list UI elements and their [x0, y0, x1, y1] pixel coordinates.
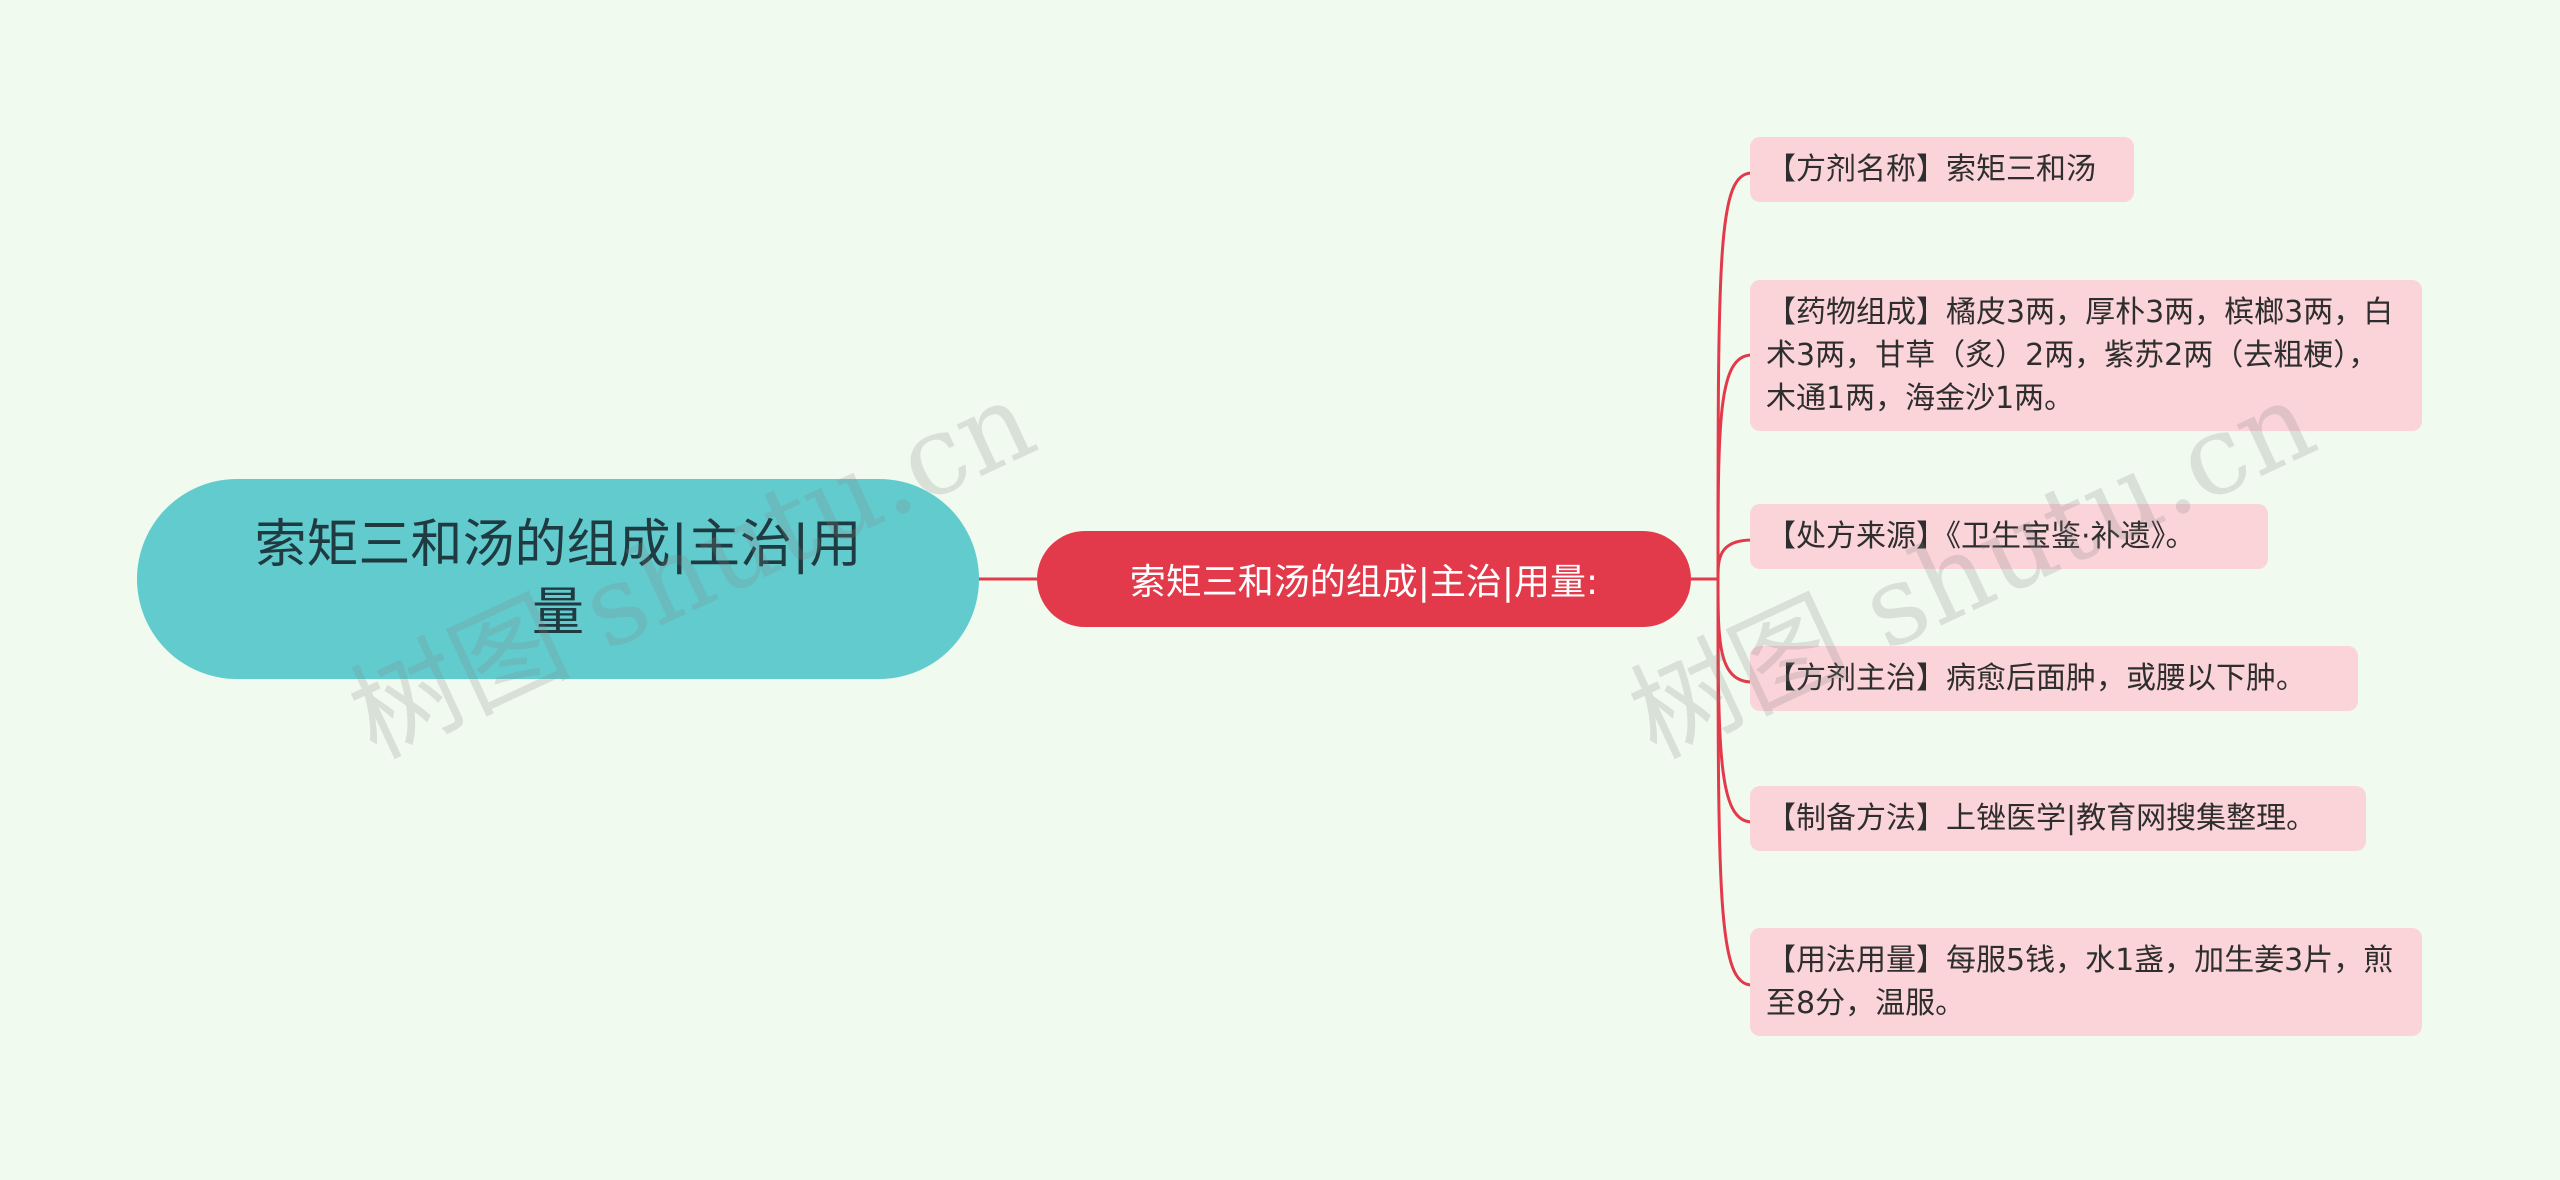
leaf-topic-2[interactable]: 【药物组成】橘皮3两，厚朴3两，槟榔3两，白术3两，甘草（炙）2两，紫苏2两（去… [1750, 280, 2422, 431]
leaf-topic-label: 【处方来源】《卫生宝鉴·补遗》。 [1766, 519, 2196, 554]
leaf-topic-label: 【药物组成】橘皮3两，厚朴3两，槟榔3两，白术3两，甘草（炙）2两，紫苏2两（去… [1766, 295, 2394, 416]
leaf-topic-4[interactable]: 【方剂主治】病愈后面肿，或腰以下肿。 [1750, 646, 2358, 711]
leaf-topic-5[interactable]: 【制备方法】上锉医学|教育网搜集整理。 [1750, 786, 2366, 851]
connector-leaf-3 [1716, 538, 1753, 580]
connector-leaf-2 [1716, 353, 1753, 580]
leaf-topic-3[interactable]: 【处方来源】《卫生宝鉴·补遗》。 [1750, 504, 2268, 569]
root-topic[interactable]: 索矩三和汤的组成|主治|用量 [137, 479, 979, 679]
connector-leaf-4 [1716, 578, 1753, 684]
subtopic-label: 索矩三和汤的组成|主治|用量: [1129, 562, 1599, 603]
leaf-topic-label: 【制备方法】上锉医学|教育网搜集整理。 [1766, 801, 2317, 836]
connector-leaf-5 [1716, 578, 1753, 824]
leaf-topic-label: 【方剂名称】索矩三和汤 [1766, 152, 2096, 187]
connector-leaf-6 [1716, 578, 1753, 987]
connector-leaf-1 [1716, 171, 1753, 580]
leaf-topic-label: 【方剂主治】病愈后面肿，或腰以下肿。 [1766, 661, 2306, 696]
leaf-topic-1[interactable]: 【方剂名称】索矩三和汤 [1750, 137, 2134, 202]
root-topic-label: 索矩三和汤的组成|主治|用量 [254, 515, 862, 643]
leaf-topic-label: 【用法用量】每服5钱，水1盏，加生姜3片，煎至8分，温服。 [1766, 943, 2394, 1021]
leaf-topic-6[interactable]: 【用法用量】每服5钱，水1盏，加生姜3片，煎至8分，温服。 [1750, 928, 2422, 1036]
subtopic[interactable]: 索矩三和汤的组成|主治|用量: [1037, 531, 1691, 627]
